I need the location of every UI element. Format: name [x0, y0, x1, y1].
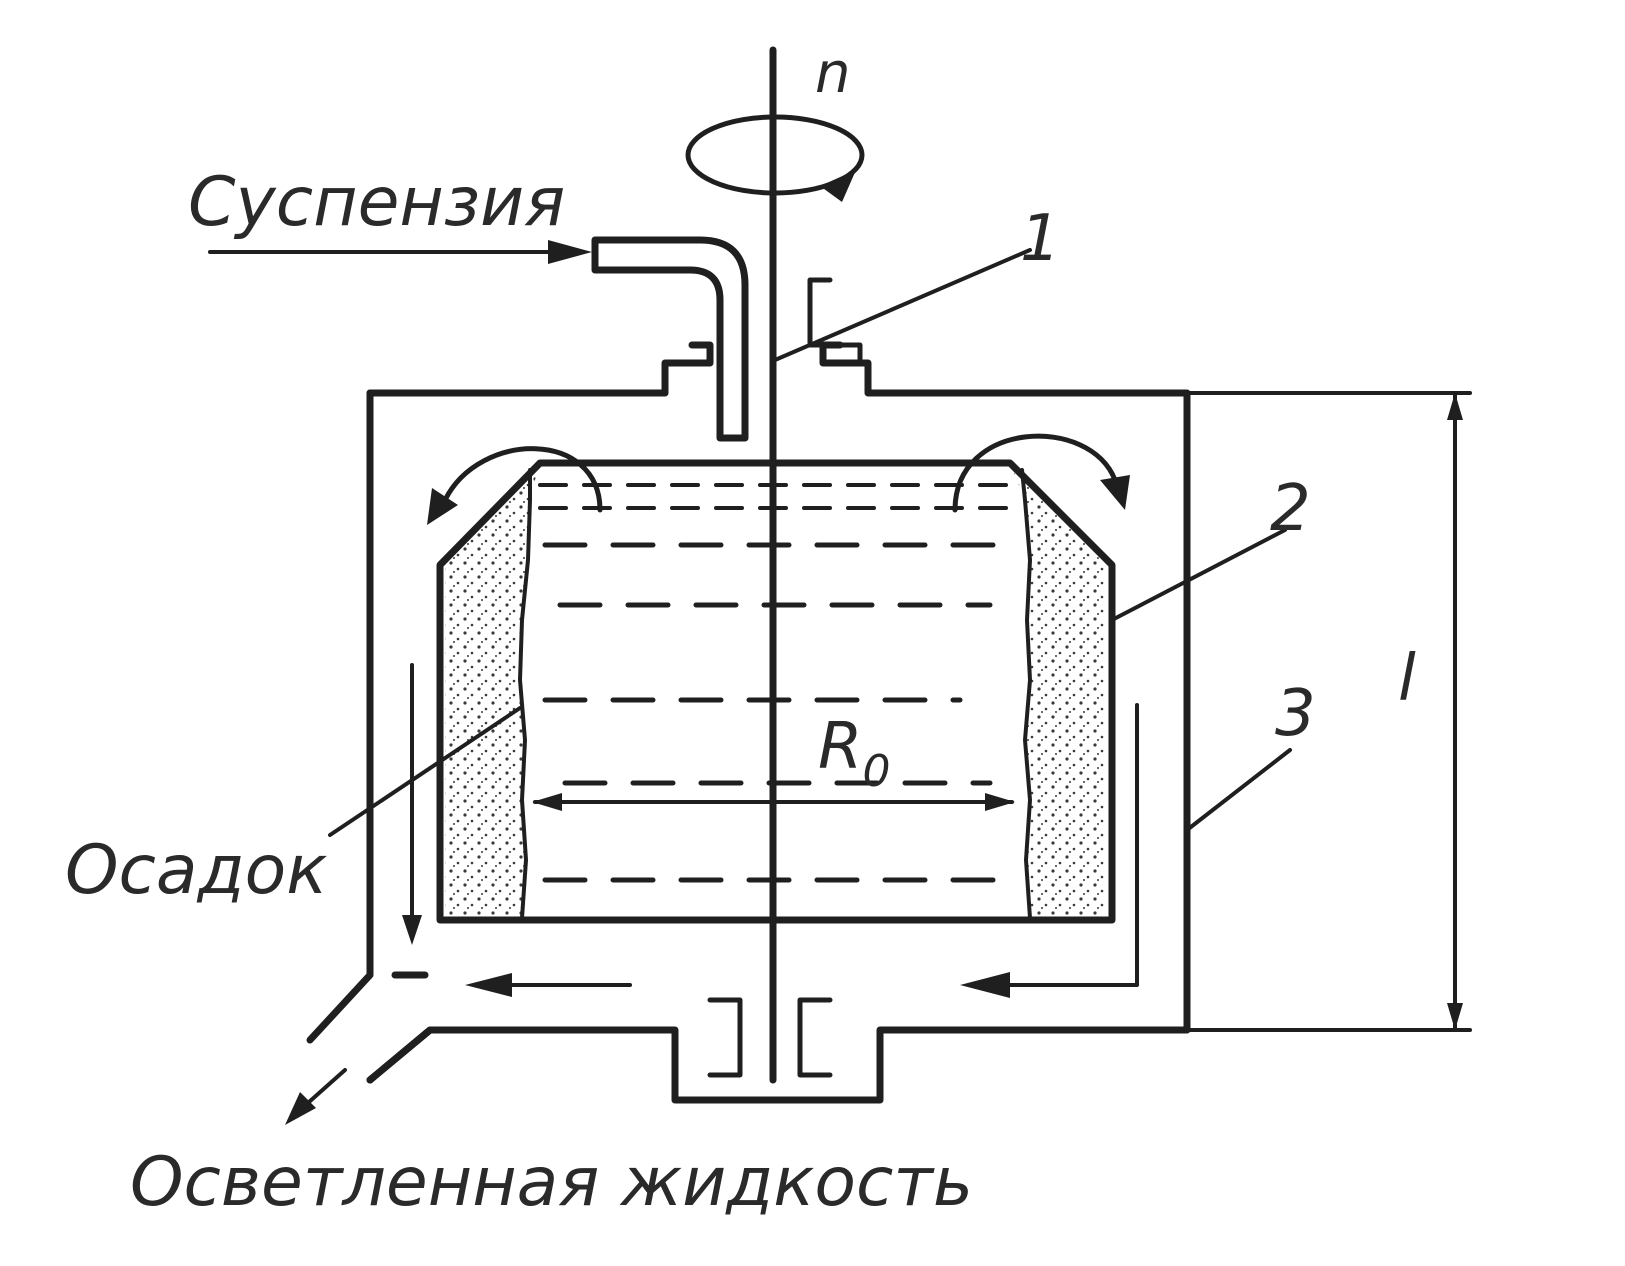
label-radius-main: R [818, 710, 862, 784]
bottom-bearing-right [797, 997, 833, 1078]
label-shaft-number: 1 [1020, 202, 1061, 276]
rotation-indicator [685, 114, 865, 196]
overflow-arrow-right-head-icon [1100, 475, 1130, 510]
outlet-arrow-head-icon [285, 1092, 316, 1125]
casing-left-wall [306, 389, 374, 1044]
leader-line-2 [1110, 528, 1287, 622]
sediment-right [1012, 468, 1107, 915]
feed-arrow-head-icon [548, 240, 592, 264]
leader-line-1 [773, 248, 1032, 362]
height-arrow-bottom-icon [1447, 1003, 1463, 1030]
label-clarified-liquid: Осветленная жидкость [130, 1143, 973, 1222]
leader-line-sediment [328, 706, 522, 837]
label-sediment: Осадок [65, 831, 327, 910]
flow-right-wall [1008, 703, 1139, 987]
label-height: l [1398, 642, 1416, 716]
label-radius-subscript: 0 [862, 746, 890, 797]
flow-left-bottom-head-icon [465, 973, 512, 997]
flow-right-head-icon [960, 972, 1010, 998]
overflow-arrow-left [442, 446, 603, 513]
rotation-arrowhead-icon [820, 170, 856, 202]
top-bearing [807, 277, 863, 366]
label-casing-number: 3 [1275, 677, 1316, 751]
flow-down-left-head-icon [402, 915, 422, 945]
sediment-right-boundary [1020, 468, 1032, 920]
height-arrow-top-icon [1447, 393, 1463, 420]
radius-arrow-left-icon [532, 793, 562, 811]
feed-pipe [591, 236, 749, 442]
label-rotor-number: 2 [1270, 472, 1311, 546]
sediment-left [445, 468, 538, 915]
label-suspension: Суспензия [188, 163, 565, 242]
sediment-left-boundary [518, 468, 532, 920]
bottom-bearing-left [707, 997, 743, 1078]
label-rotation: n [815, 41, 851, 106]
radius-arrow-right-icon [985, 793, 1015, 811]
casing-outline [366, 341, 1191, 1104]
label-radius: R0 [818, 710, 890, 797]
leader-line-3 [1185, 748, 1292, 832]
overflow-arrow-left-head-icon [427, 488, 458, 525]
rotor-outline [436, 459, 1116, 924]
overflow-arrow-right [952, 433, 1118, 513]
casing-outlet-lower [366, 1026, 434, 1084]
